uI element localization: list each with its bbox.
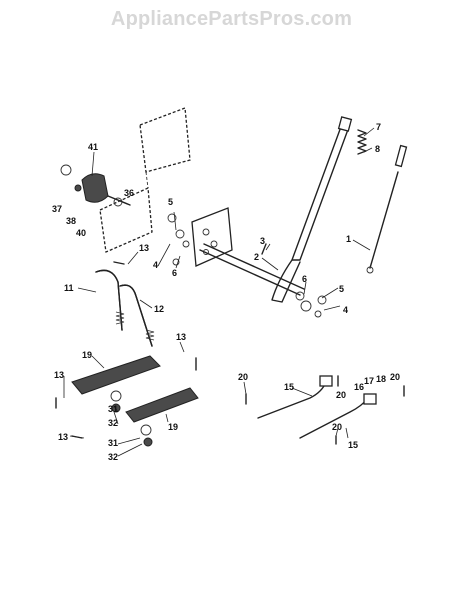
callout-37: 37	[52, 204, 62, 214]
callout-40: 40	[76, 228, 86, 238]
callout-17: 17	[364, 376, 374, 386]
pedal-bracket	[175, 207, 233, 267]
callout-18: 18	[376, 374, 386, 384]
callout-41: 41	[88, 142, 98, 152]
pedal-arm	[271, 116, 353, 303]
callout-20b: 20	[336, 390, 346, 400]
callout-19a: 19	[82, 350, 92, 360]
callout-11: 11	[64, 283, 74, 293]
callout-leaders	[63, 127, 375, 457]
callout-31b: 31	[108, 438, 118, 448]
callout-15b: 15	[348, 440, 358, 450]
callout-6b: 6	[302, 274, 307, 284]
callout-labels: 1 2 3 4 4 5 5 6 6 7 8 11 12 13 13 13 13 …	[52, 122, 400, 462]
callout-6: 6	[172, 268, 177, 278]
callout-8: 8	[375, 144, 380, 154]
callout-4b: 4	[343, 305, 348, 315]
adjust-rod-lower	[299, 393, 377, 439]
mounting-bracket	[99, 107, 191, 253]
callout-32a: 32	[108, 418, 118, 428]
callout-13d: 13	[58, 432, 68, 442]
lift-rod-right	[119, 284, 155, 347]
callout-7: 7	[376, 122, 381, 132]
callout-12: 12	[154, 304, 164, 314]
callout-15a: 15	[284, 382, 294, 392]
callout-32b: 32	[108, 452, 118, 462]
washers-right	[167, 213, 327, 318]
callout-31a: 31	[108, 404, 118, 414]
control-rod	[366, 144, 408, 274]
adjust-rod-upper	[257, 375, 333, 419]
lift-link-lower	[125, 387, 199, 447]
cross-shaft	[199, 243, 312, 312]
brake-pedal-pad	[60, 164, 131, 207]
callout-19b: 19	[168, 422, 178, 432]
callout-3: 3	[260, 236, 265, 246]
callout-4: 4	[153, 260, 158, 270]
callout-5b: 5	[339, 284, 344, 294]
clevis-pins	[55, 243, 405, 445]
callout-5: 5	[168, 197, 173, 207]
watermark: AppliancePartsPros.com	[110, 8, 353, 30]
spring	[357, 129, 367, 155]
callout-16: 16	[354, 382, 364, 392]
callout-38: 38	[66, 216, 76, 226]
callout-13b: 13	[176, 332, 186, 342]
callout-20c: 20	[390, 372, 400, 382]
callout-36: 36	[124, 188, 134, 198]
callout-20a: 20	[238, 372, 248, 382]
callout-20d: 20	[332, 422, 342, 432]
callout-13c: 13	[54, 370, 64, 380]
lift-rod-left	[95, 269, 125, 331]
callout-1: 1	[346, 234, 351, 244]
callout-2: 2	[254, 252, 259, 262]
callout-13a: 13	[139, 243, 149, 253]
